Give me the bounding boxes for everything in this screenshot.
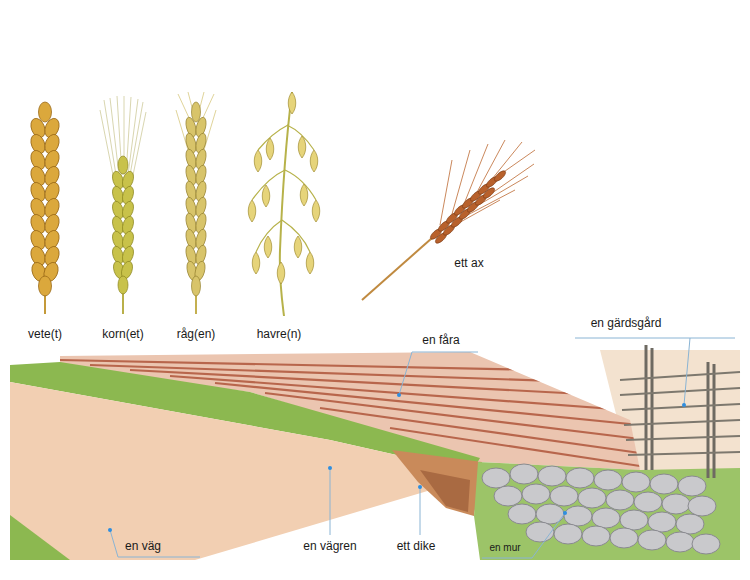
term-label: en vägren — [303, 539, 356, 553]
leader-lines — [110, 338, 735, 558]
oat-panicle — [248, 92, 320, 316]
term-label: en väg — [125, 539, 161, 553]
term-label: en fåra — [422, 333, 459, 347]
term-label: råg(en) — [177, 327, 216, 341]
barley-ear — [100, 96, 146, 314]
term-label: ett ax — [454, 256, 483, 270]
rye-ear — [176, 92, 216, 314]
term-label: en gärdsgård — [591, 316, 662, 330]
wheat-ear — [28, 102, 62, 314]
term-label: vete(t) — [28, 327, 62, 341]
term-label: ett dike — [397, 539, 436, 553]
term-label: korn(et) — [102, 327, 143, 341]
leader-dots — [108, 393, 686, 532]
term-label: havre(n) — [257, 327, 302, 341]
landscape — [10, 345, 740, 560]
ear-of-grain — [362, 140, 535, 300]
term-label: en mur — [489, 542, 520, 554]
